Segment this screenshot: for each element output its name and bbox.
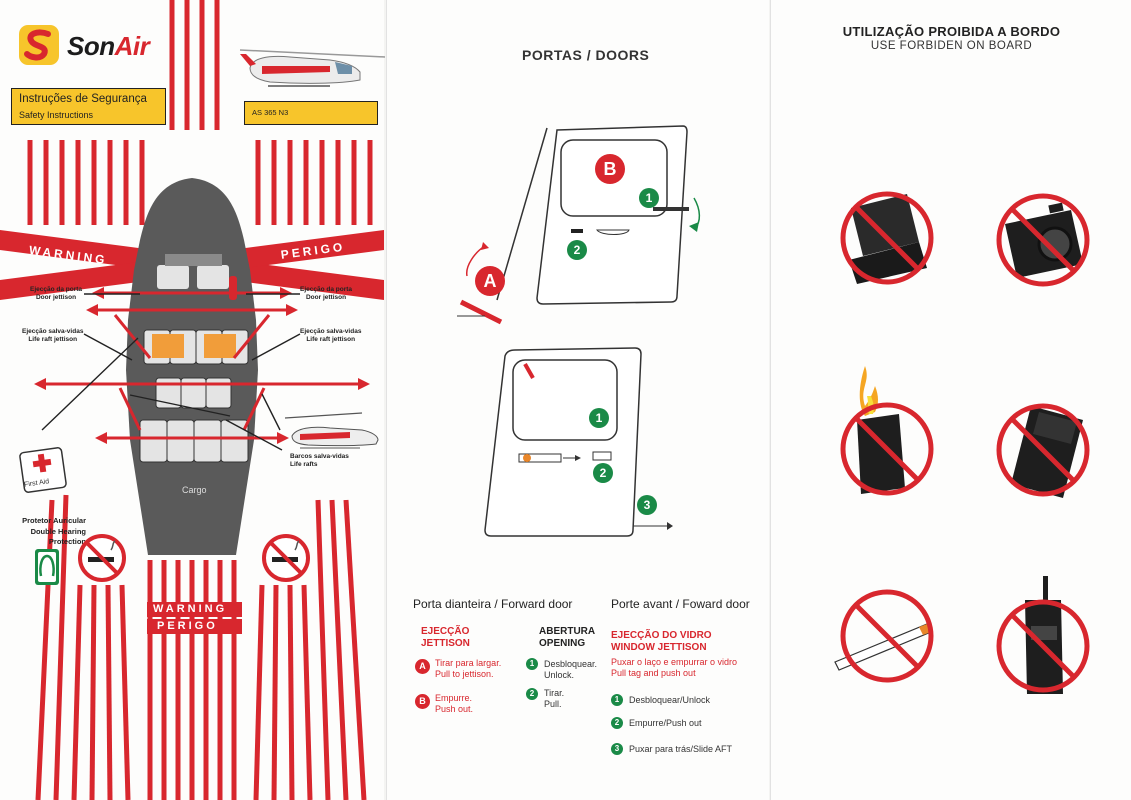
door-step-1-top: 1 bbox=[639, 188, 659, 208]
right-panel: UTILIZAÇÃO PROIBIDA A BORDO USE FORBIDEN… bbox=[770, 0, 1131, 800]
step-a-text: Tirar para largar.Pull to jettison. bbox=[435, 658, 501, 680]
window-desc-en: Pull tag and push out bbox=[611, 668, 696, 678]
window-list-step-1-marker: 1 bbox=[611, 694, 623, 706]
door-step-2-top: 2 bbox=[567, 240, 587, 260]
window-list-step-2-marker: 2 bbox=[611, 717, 623, 729]
camera-icon bbox=[996, 193, 1090, 287]
raft-jettison-en: Life raft jettison bbox=[306, 336, 356, 343]
opening-step-1-text: Desbloquear.Unlock. bbox=[544, 659, 597, 681]
raft-jettison-pt: Ejecção salva-vidas bbox=[300, 328, 362, 335]
no-smoking-icon-left bbox=[78, 534, 126, 582]
o2-pt: Tirar. bbox=[544, 688, 565, 698]
jettison-head-en: JETTISON bbox=[421, 638, 470, 649]
b-en: Push out. bbox=[435, 704, 474, 714]
model-box: AS 365 N3 bbox=[244, 101, 378, 125]
forbidden-title-en: USE FORBIDEN ON BOARD bbox=[870, 40, 1033, 52]
opening-step-1-marker: 1 bbox=[526, 658, 538, 670]
hearing-protection-icon bbox=[35, 549, 59, 585]
hearing-en-2: Protection bbox=[48, 537, 86, 546]
helicopter-illustration-icon bbox=[239, 49, 386, 87]
o2-en: Pull. bbox=[544, 699, 562, 709]
model-label: AS 365 N3 bbox=[252, 108, 289, 117]
step-b-text: Empurre.Push out. bbox=[435, 693, 473, 715]
door-jettison-en: Door jettison bbox=[35, 294, 77, 301]
doors-diagram bbox=[457, 125, 701, 537]
a-en: Pull to jettison. bbox=[435, 669, 494, 679]
window-list-step-1-text: Desbloquear/Unlock bbox=[629, 695, 711, 705]
doors-title: PORTAS / DOORS bbox=[522, 47, 650, 63]
opening-step-2-text: Tirar.Pull. bbox=[544, 688, 564, 710]
rescue-helicopter-icon bbox=[284, 412, 379, 449]
window-step-1: 1 bbox=[589, 408, 609, 428]
lighter-icon bbox=[840, 366, 934, 496]
door-marker-b: B bbox=[595, 154, 625, 184]
door-jettison-en: Door jettison bbox=[305, 294, 347, 301]
hearing-en-1: Double Hearing bbox=[30, 526, 86, 536]
door-jettison-pt: Ejecção da porta bbox=[300, 286, 353, 293]
raft-jettison-pt: Ejecção salva-vidas bbox=[22, 328, 84, 335]
laptop-icon bbox=[840, 191, 934, 285]
sonair-logo-icon bbox=[19, 25, 59, 65]
life-rafts-pt: Barcos salva-vidas bbox=[290, 453, 349, 460]
left-panel: SonAir Instruções de Segurança Safety In… bbox=[0, 0, 386, 800]
b-pt: Empurre. bbox=[435, 693, 473, 703]
cigarette-icon bbox=[834, 589, 934, 683]
window-step-3: 3 bbox=[637, 495, 657, 515]
a-pt: Tirar para largar. bbox=[435, 658, 502, 668]
title-pt: Instruções de Segurança bbox=[19, 93, 147, 105]
step-a-marker: A bbox=[415, 659, 430, 674]
door-jettison-pt: Ejecção da porta bbox=[30, 286, 83, 293]
forbidden-title-pt: UTILIZAÇÃO PROIBIDA A BORDO bbox=[842, 24, 1061, 39]
window-head-pt: EJECÇÃO DO VIDRO bbox=[611, 630, 712, 641]
safety-instructions-box: Instruções de Segurança Safety Instructi… bbox=[11, 88, 166, 125]
red-stripes-background bbox=[27, 0, 373, 800]
title-en: Safety Instructions bbox=[19, 110, 94, 120]
brand-name-son: Son bbox=[67, 31, 115, 61]
hearing-pt: Protetor Auricular bbox=[22, 516, 86, 525]
cabin-layout-diagram bbox=[0, 178, 384, 634]
window-head-en: WINDOW JETTISON bbox=[611, 642, 707, 653]
door-marker-a: A bbox=[475, 266, 505, 296]
opening-head-pt: ABERTURA bbox=[539, 626, 596, 637]
brand-name-air: Air bbox=[114, 31, 150, 61]
opening-head-en: OPENING bbox=[539, 638, 586, 649]
forward-door-title: Porta dianteira / Forward door bbox=[413, 597, 573, 611]
window-step-2: 2 bbox=[593, 463, 613, 483]
no-smoking-icon-right bbox=[262, 534, 310, 582]
cargo-label: Cargo bbox=[182, 485, 207, 495]
raft-jettison-en: Life raft jettison bbox=[28, 336, 78, 343]
brand-name: SonAir bbox=[67, 31, 150, 62]
mobile-phone-icon bbox=[996, 403, 1090, 498]
first-aid-kit-icon bbox=[19, 447, 67, 493]
opening-step-2-marker: 2 bbox=[526, 688, 538, 700]
window-list-step-3-text: Puxar para trás/Slide AFT bbox=[629, 744, 733, 754]
bottom-warning-text: WARNING bbox=[153, 603, 228, 615]
step-b-marker: B bbox=[415, 694, 430, 709]
hearing-protection-label: Protetor Auricular Double Hearing Protec… bbox=[16, 516, 86, 548]
o1-pt: Desbloquear. bbox=[544, 659, 598, 669]
window-desc-pt: Puxar o laço e empurrar o vidro bbox=[611, 657, 738, 667]
radio-icon bbox=[996, 576, 1090, 694]
middle-panel: PORTAS / DOORS B bbox=[386, 0, 769, 800]
jettison-head-pt: EJECÇÃO bbox=[421, 626, 470, 637]
o1-en: Unlock. bbox=[544, 670, 575, 680]
front-door-title: Porte avant / Foward door bbox=[611, 597, 750, 611]
window-list-step-2-text: Empurre/Push out bbox=[629, 718, 702, 728]
bottom-perigo-text: PERIGO bbox=[157, 620, 218, 632]
life-rafts-en: Life rafts bbox=[290, 461, 318, 468]
window-list-step-3-marker: 3 bbox=[611, 743, 623, 755]
